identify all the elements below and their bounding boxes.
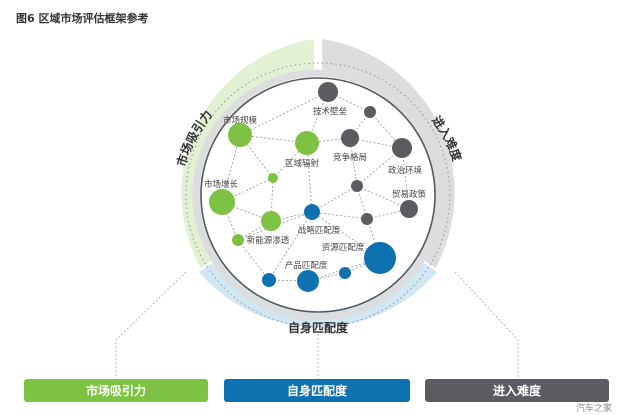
- guide-lines: [115, 271, 519, 379]
- node-blue-small: [339, 267, 351, 279]
- guide-line-difficulty: [454, 271, 519, 379]
- node-policy-env: [392, 138, 412, 158]
- node-label-policy-env: 政治环境: [388, 165, 423, 176]
- node-label-competition: 竞争格局: [333, 152, 367, 163]
- node-market-scale: [228, 123, 252, 147]
- node-new-energy: [232, 234, 244, 246]
- node-small-green: [268, 173, 278, 183]
- legend-difficulty: 进入难度: [425, 379, 609, 402]
- legend-attractiveness: 市场吸引力: [24, 379, 208, 402]
- figure-title: 图6 区域市场评估框架参考: [16, 12, 149, 25]
- node-trade-policy: [400, 200, 418, 218]
- node-label-trade-policy: 贸易政策: [392, 189, 427, 200]
- node-gray-small-top: [364, 106, 376, 118]
- node-green-mid: [261, 211, 281, 231]
- node-label-strategy-fit: 战略匹配度: [298, 225, 341, 236]
- node-tech-barrier: [318, 82, 338, 102]
- node-label-new-energy: 新能源渗透: [247, 235, 290, 246]
- node-market-growth: [209, 189, 235, 215]
- node-label-resource-fit: 资源匹配度: [322, 242, 365, 253]
- node-label-tech-barrier: 技术壁垒: [313, 106, 348, 117]
- node-resource-fit: [364, 242, 396, 274]
- inner-band: [192, 69, 444, 321]
- node-gray-small-mid: [351, 180, 363, 192]
- guide-line-attractiveness: [115, 271, 187, 379]
- node-regional-radiation: [295, 131, 319, 155]
- label-fit: 自身匹配度: [288, 320, 349, 335]
- legend-fit: 自身匹配度: [224, 379, 410, 402]
- node-label-product-fit: 产品匹配度: [285, 260, 328, 271]
- node-label-regional-radiation: 区域辐射: [285, 158, 320, 169]
- ring-segment-fit: [198, 257, 438, 328]
- node-gray-small-low: [361, 213, 373, 225]
- node-label-market-growth: 市场增长: [204, 179, 239, 190]
- watermark: 汽车之家: [575, 404, 612, 414]
- outer-dotted-circle: [185, 62, 451, 328]
- node-competition: [341, 129, 359, 147]
- node-label-market-scale: 市场规模: [223, 115, 258, 126]
- node-blue-left: [262, 273, 276, 287]
- node-product-fit: [297, 270, 319, 292]
- node-strategy-fit: [304, 204, 320, 220]
